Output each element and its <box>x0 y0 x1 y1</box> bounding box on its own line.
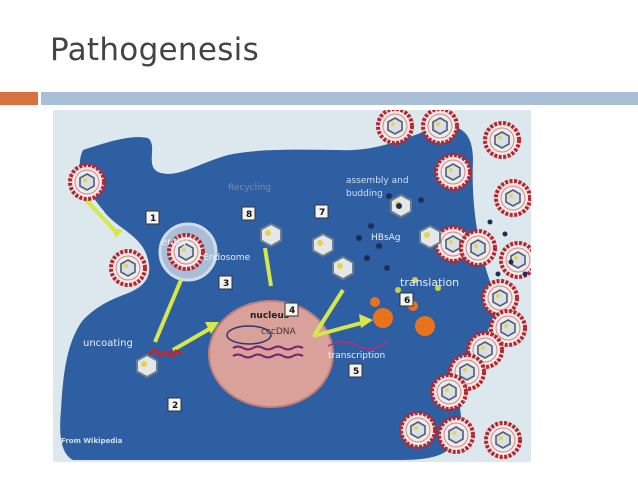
label-transcription: transcription <box>328 351 385 361</box>
label-uncoating: uncoating <box>83 338 133 349</box>
ribosomes <box>327 277 441 350</box>
accent-bar-blue <box>41 92 638 105</box>
hbsag-particles <box>356 193 528 277</box>
step-box-5: 5 <box>348 363 363 378</box>
label-hbsag: HBsAg <box>371 233 401 243</box>
dna-strand-1 <box>232 345 304 351</box>
step-box-8: 8 <box>241 206 256 221</box>
step-box-3: 3 <box>218 275 233 290</box>
label-cccdna: cccDNA <box>261 327 297 337</box>
step-box-2: 2 <box>167 397 182 412</box>
label-assembly: assembly and <box>346 176 409 186</box>
hbv-lifecycle-diagram: entry Endosome uncoating Recycling assem… <box>53 110 531 462</box>
svg-text:1: 1 <box>150 214 156 224</box>
label-translation: translation <box>400 276 459 289</box>
svg-text:8: 8 <box>246 210 252 220</box>
svg-text:4: 4 <box>289 306 295 316</box>
step-box-7: 7 <box>314 204 329 219</box>
cccdna-circle <box>226 325 272 345</box>
svg-text:7: 7 <box>319 208 325 218</box>
svg-text:2: 2 <box>172 401 178 411</box>
step-box-1: 1 <box>145 210 160 225</box>
accent-bar-orange <box>0 92 38 105</box>
svg-text:3: 3 <box>223 279 229 289</box>
dna-strand-2 <box>232 353 304 359</box>
label-recycling: Recycling <box>228 183 271 193</box>
svg-text:6: 6 <box>404 296 410 306</box>
label-endosome: Endosome <box>203 253 251 263</box>
label-budding: budding <box>346 189 383 199</box>
label-source: From Wikipedia <box>61 437 123 445</box>
slide-title: Pathogenesis <box>50 32 260 68</box>
svg-text:5: 5 <box>353 367 359 377</box>
pathway-arrows <box>84 198 373 352</box>
label-entry: entry <box>161 237 188 248</box>
step-box-6: 6 <box>399 292 414 307</box>
step-box-4: 4 <box>284 302 299 317</box>
cell-body <box>60 126 495 461</box>
uncoating-fragments <box>148 348 183 359</box>
label-nucleus: nucleus <box>250 311 289 321</box>
